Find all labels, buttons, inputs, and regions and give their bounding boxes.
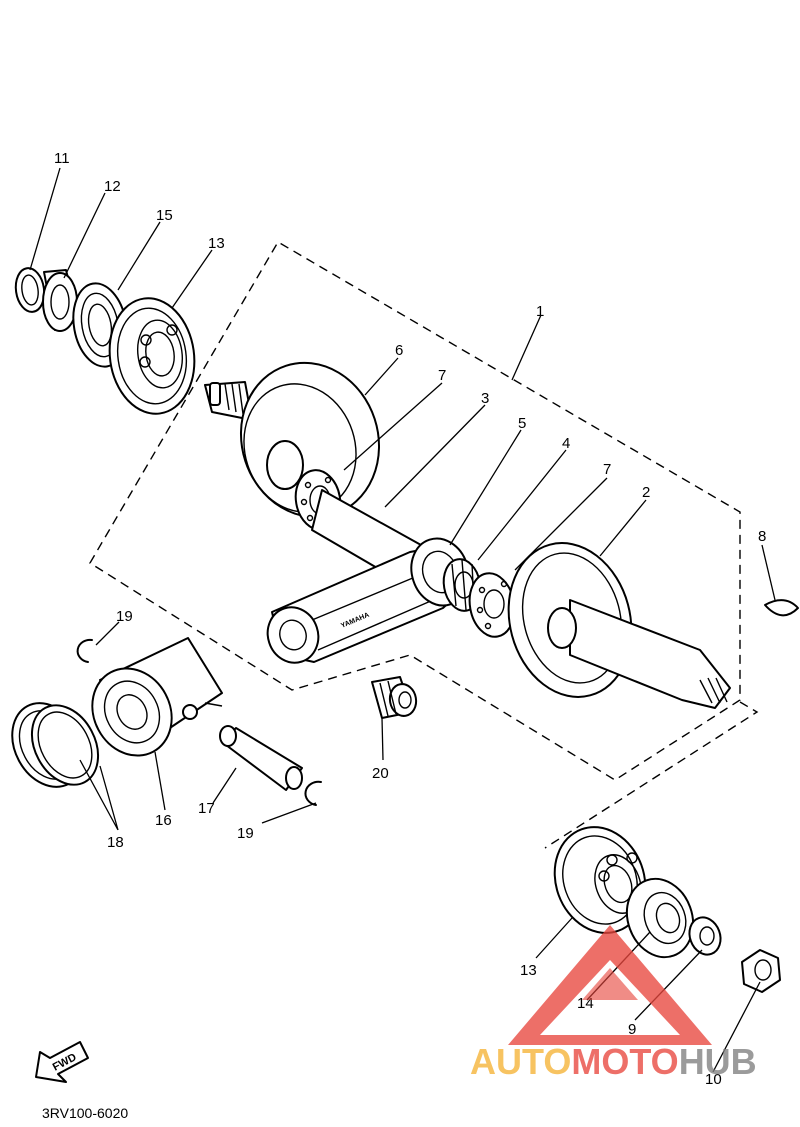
woodruff-key-8 xyxy=(764,599,799,617)
callouts: 11 12 15 13 1 6 7 3 5 4 7 2 8 19 20 16 1… xyxy=(54,150,766,1088)
oil-seal-14 xyxy=(625,877,695,959)
lower-boundary xyxy=(544,701,759,849)
callout-13-upper: 13 xyxy=(208,235,225,252)
small-end-bearing-20 xyxy=(371,676,418,719)
piston-pin-17 xyxy=(219,725,303,791)
bearing-13-lower xyxy=(553,826,647,934)
crankshaft-right-2 xyxy=(507,542,731,709)
callout-16: 16 xyxy=(155,812,172,829)
watermark-triangle-icon xyxy=(508,925,712,1045)
bearing-13-upper xyxy=(108,297,196,415)
watermark-text: AUTOMOTOHUB xyxy=(470,1041,757,1082)
leader-lines xyxy=(29,167,776,1073)
fwd-arrow-icon: FWD xyxy=(35,1041,89,1083)
callout-20: 20 xyxy=(372,765,389,782)
callout-10: 10 xyxy=(705,1071,722,1088)
washer-7-right xyxy=(468,572,516,638)
callout-8: 8 xyxy=(758,528,766,545)
callout-7-left: 7 xyxy=(438,367,446,384)
circlip-19-upper xyxy=(76,638,93,663)
callout-13-lower: 13 xyxy=(520,962,537,979)
callout-12: 12 xyxy=(104,178,121,195)
callout-1: 1 xyxy=(536,303,544,320)
callout-19-upper: 19 xyxy=(116,608,133,625)
callout-9: 9 xyxy=(628,1021,636,1038)
piston-16 xyxy=(91,637,223,757)
collar-12 xyxy=(42,269,78,332)
callout-18: 18 xyxy=(107,834,124,851)
watermark-logo: AUTOMOTOHUB xyxy=(470,925,757,1082)
circlip-19-lower xyxy=(304,780,322,806)
callout-7-right: 7 xyxy=(603,461,611,478)
watermark-hub: HUB xyxy=(679,1041,757,1082)
callout-2: 2 xyxy=(642,484,650,501)
circlip-11 xyxy=(14,267,46,313)
drawing-code: 3RV100-6020 xyxy=(42,1105,128,1121)
washer-9 xyxy=(688,916,722,956)
watermark-auto: AUTO xyxy=(470,1041,571,1082)
callout-17: 17 xyxy=(198,800,215,817)
callout-11: 11 xyxy=(54,150,70,167)
callout-6: 6 xyxy=(395,342,403,359)
watermark-moto: MOTO xyxy=(571,1041,678,1082)
callout-19-lower: 19 xyxy=(237,825,254,842)
callout-5: 5 xyxy=(518,415,526,432)
piston-rings-18 xyxy=(11,702,100,788)
callout-4: 4 xyxy=(562,435,570,452)
callout-15: 15 xyxy=(156,207,173,224)
nut-10 xyxy=(741,949,781,993)
callout-3: 3 xyxy=(481,390,489,407)
crankshaft-left-6 xyxy=(204,361,381,519)
